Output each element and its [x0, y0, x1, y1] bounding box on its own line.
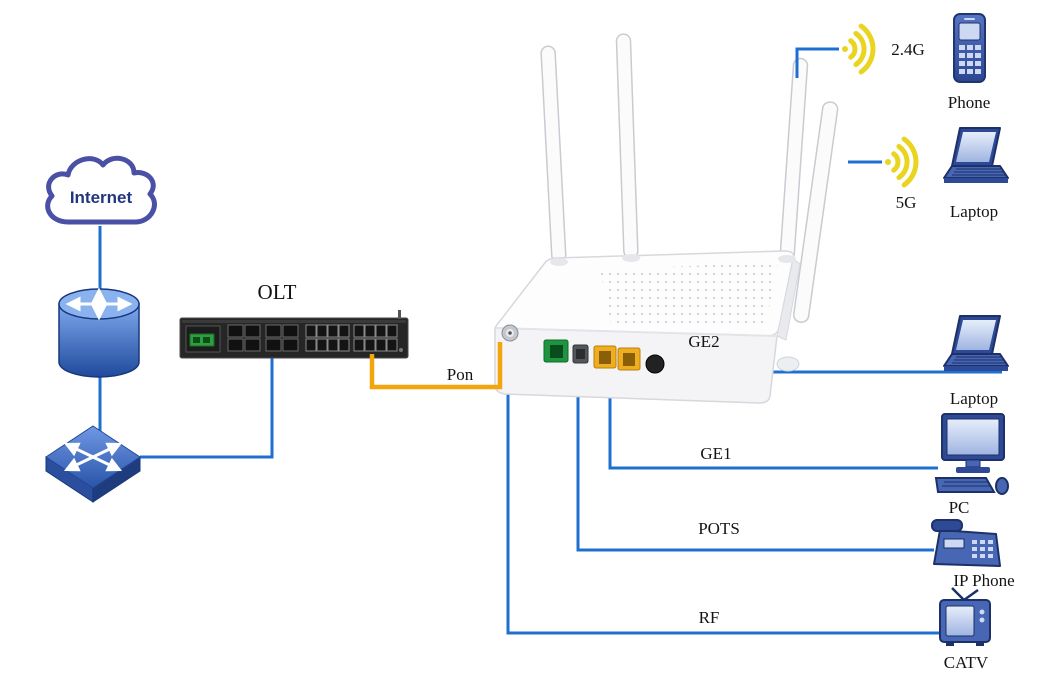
laptop-lan-icon: [943, 315, 1009, 372]
ont-vents: [600, 262, 778, 328]
label-wifi-24g: 2.4G: [891, 40, 925, 59]
label-ge1: GE1: [700, 444, 731, 463]
ip-phone-icon: [931, 519, 1001, 567]
label-laptop-wifi: Laptop: [950, 202, 998, 221]
label-pots: POTS: [698, 519, 740, 538]
label-rf: RF: [699, 608, 720, 627]
link-pon-line: [369, 342, 503, 390]
link-pots-line: [576, 392, 934, 552]
label-wifi-5g: 5G: [896, 193, 917, 212]
label-catv: CATV: [944, 653, 989, 672]
link-wifi-24g-line: [795, 47, 839, 78]
ont-ports: [501, 324, 665, 374]
laptop-wifi-icon: [943, 127, 1009, 184]
ont-router: [494, 33, 839, 404]
olt-antenna-stub: [398, 310, 401, 319]
pc-icon: [934, 413, 1009, 495]
core-router-icon: [58, 287, 140, 378]
cloud-shape: [45, 155, 157, 225]
label-pon: Pon: [447, 365, 474, 384]
ont-badge: [776, 356, 800, 372]
switch-arrows: [63, 442, 123, 472]
catv-icon: [939, 587, 991, 646]
antenna-4: [792, 101, 839, 323]
antenna-2: [615, 33, 639, 259]
wifi-5g-icon: [885, 136, 919, 188]
internet-cloud: [45, 155, 157, 225]
label-olt: OLT: [258, 280, 297, 304]
label-phone: Phone: [948, 93, 991, 112]
wifi-links: [795, 47, 882, 164]
label-ge2: GE2: [688, 332, 719, 351]
link-switch-olt-line: [140, 356, 274, 459]
olt-device: [179, 310, 409, 359]
ont-side-face: [776, 258, 801, 341]
phone-icon: [953, 13, 986, 83]
link-ge1-line: [608, 392, 938, 470]
power-button: [645, 354, 665, 374]
wifi-24g-icon: [842, 23, 876, 75]
handset: [931, 519, 963, 532]
router-arrows: [65, 287, 133, 321]
antenna-3: [779, 57, 809, 261]
label-ip-phone: IP Phone: [953, 571, 1014, 590]
olt-sfp-ports: [227, 324, 299, 352]
label-laptop-lan: Laptop: [950, 389, 998, 408]
label-pc: PC: [949, 498, 970, 517]
tv-antenna: [951, 587, 979, 602]
olt-rj45-ports: [305, 324, 398, 352]
label-internet: Internet: [70, 188, 133, 207]
antenna-1: [540, 45, 567, 263]
link-rf-line: [506, 392, 941, 635]
ont-antennas: [540, 33, 839, 323]
switch-icon: [45, 425, 141, 503]
